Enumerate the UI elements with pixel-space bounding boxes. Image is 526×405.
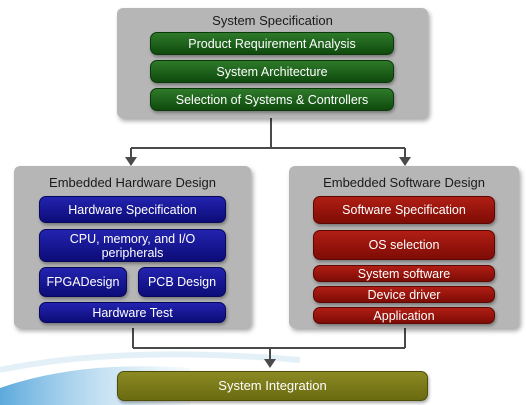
embedded-software-title: Embedded Software Design (323, 175, 485, 190)
hardware-test-box: Hardware Test (39, 302, 226, 323)
pcb-design-box: PCB Design (138, 267, 226, 297)
system-integration-box: System Integration (117, 371, 428, 401)
os-selection-box: OS selection (313, 230, 495, 260)
fpga-design-box: FPGADesign (39, 267, 127, 297)
product-requirement-analysis-box: Product Requirement Analysis (150, 32, 394, 55)
selection-of-systems-box: Selection of Systems & Controllers (150, 88, 394, 111)
embedded-hardware-title: Embedded Hardware Design (49, 175, 216, 190)
device-driver-box: Device driver (313, 286, 495, 303)
embedded-software-panel: Embedded Software Design Software Specif… (289, 166, 519, 328)
background-swoosh-light (0, 351, 301, 373)
hardware-specification-box: Hardware Specification (39, 196, 226, 223)
system-architecture-box: System Architecture (150, 60, 394, 83)
cpu-memory-io-box: CPU, memory, and I/O peripherals (39, 229, 226, 262)
system-specification-title: System Specification (212, 13, 333, 28)
embedded-hardware-panel: Embedded Hardware Design Hardware Specif… (14, 166, 251, 328)
system-software-box: System software (313, 265, 495, 282)
arrowhead-to-integration (264, 359, 276, 368)
arrowhead-to-hardware (125, 157, 137, 166)
arrowhead-to-software (399, 157, 411, 166)
software-specification-box: Software Specification (313, 196, 495, 224)
application-box: Application (313, 307, 495, 324)
system-specification-panel: System Specification Product Requirement… (117, 8, 428, 118)
